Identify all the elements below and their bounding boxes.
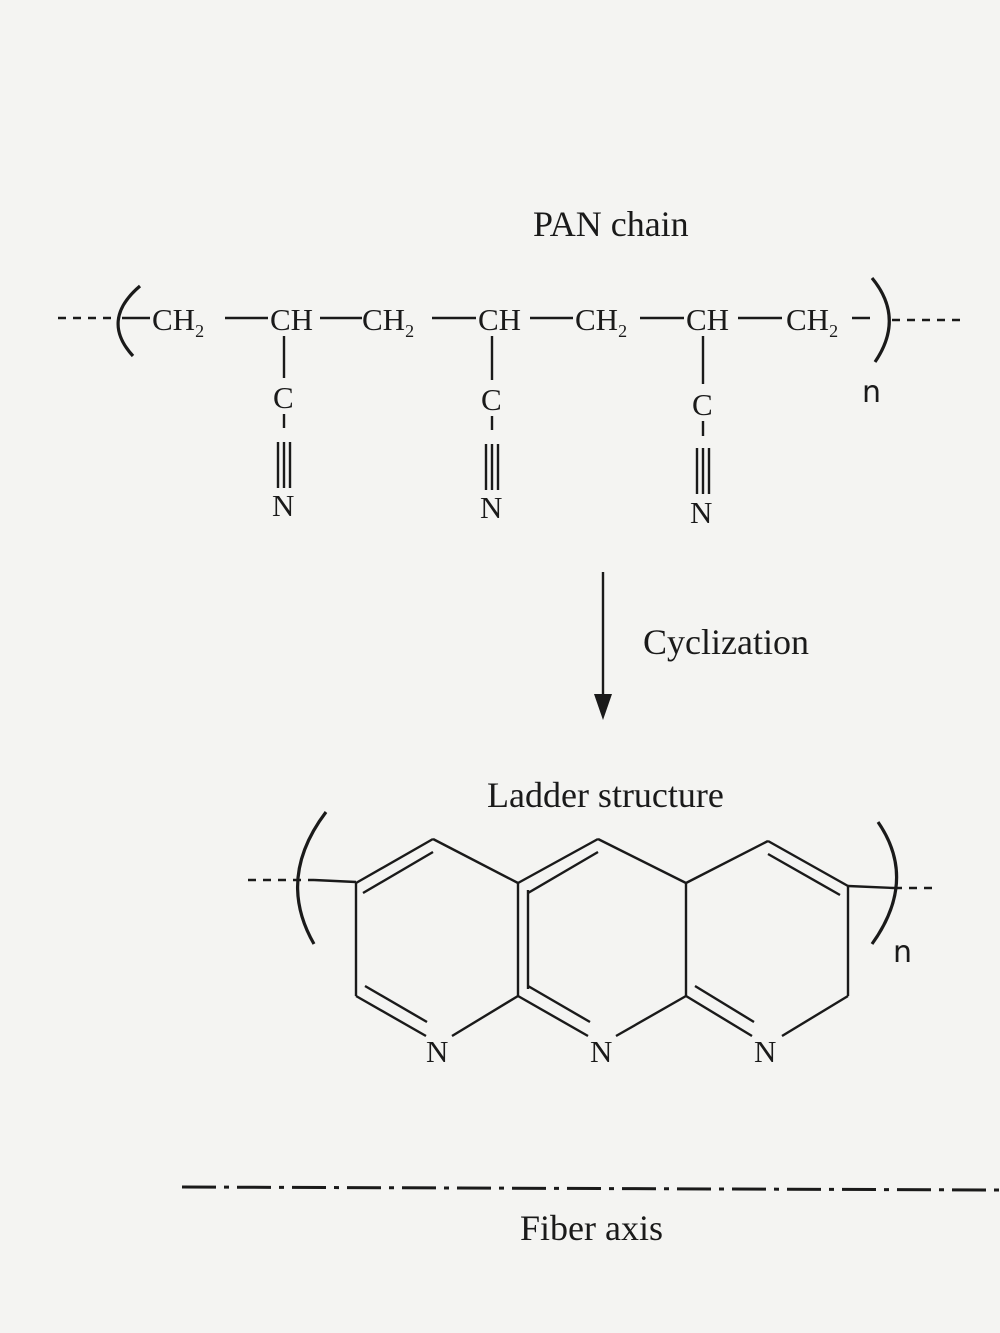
ladder-close-paren <box>870 821 899 945</box>
ring-nitrogen: N <box>754 1034 776 1069</box>
pan-open-paren <box>116 284 142 358</box>
ring-bond <box>685 839 769 885</box>
ring-double-bond <box>527 984 591 1024</box>
nitrile-carbon: C <box>273 380 294 415</box>
fiber-axis-line <box>181 1185 1000 1192</box>
nitrile-carbon: C <box>481 382 502 417</box>
fiber-axis-label: Fiber axis <box>520 1208 663 1248</box>
ch2-group: CH2 <box>152 302 204 341</box>
ring-bond <box>432 837 519 885</box>
ring-bond <box>615 994 687 1038</box>
ring-bond <box>355 994 427 1038</box>
ch2-group: CH2 <box>362 302 414 341</box>
nitrile-nitrogen: N <box>480 490 502 525</box>
cyclization-arrowhead <box>594 694 612 720</box>
ch2-group: CH2 <box>786 302 838 341</box>
ring-double-bond <box>527 850 599 895</box>
ring-bond <box>781 994 849 1038</box>
ch-group: CH <box>270 302 313 337</box>
nitrile-nitrogen: N <box>690 495 712 530</box>
ring-bond <box>685 994 753 1038</box>
ladder-right-bond <box>847 884 895 890</box>
ladder-left-bond <box>313 878 357 884</box>
ring-bond <box>517 837 599 885</box>
ch-group: CH <box>686 302 729 337</box>
ring-bond <box>355 837 434 885</box>
ch2-group: CH2 <box>575 302 627 341</box>
ring-nitrogen: N <box>590 1034 612 1069</box>
ring-bond <box>517 994 589 1038</box>
pan-chain-title: PAN chain <box>533 204 689 244</box>
ladder-structure-title: Ladder structure <box>487 775 724 815</box>
ring-double-bond <box>767 852 841 897</box>
ring-bond <box>597 837 687 885</box>
cyclization-label: Cyclization <box>643 622 809 662</box>
repeat-index-n: n <box>893 935 912 970</box>
ring-bond <box>451 994 519 1038</box>
ladder-open-paren <box>296 811 328 945</box>
ch-group: CH <box>478 302 521 337</box>
ring-nitrogen: N <box>426 1034 448 1069</box>
ring-double-bond <box>362 850 434 895</box>
pan-close-paren <box>870 276 891 363</box>
ring-double-bond <box>694 984 755 1024</box>
ring-double-bond <box>364 984 428 1024</box>
nitrile-carbon: C <box>692 387 713 422</box>
nitrile-nitrogen: N <box>272 488 294 523</box>
ring-bond <box>767 839 849 888</box>
repeat-index-n: n <box>862 375 881 410</box>
